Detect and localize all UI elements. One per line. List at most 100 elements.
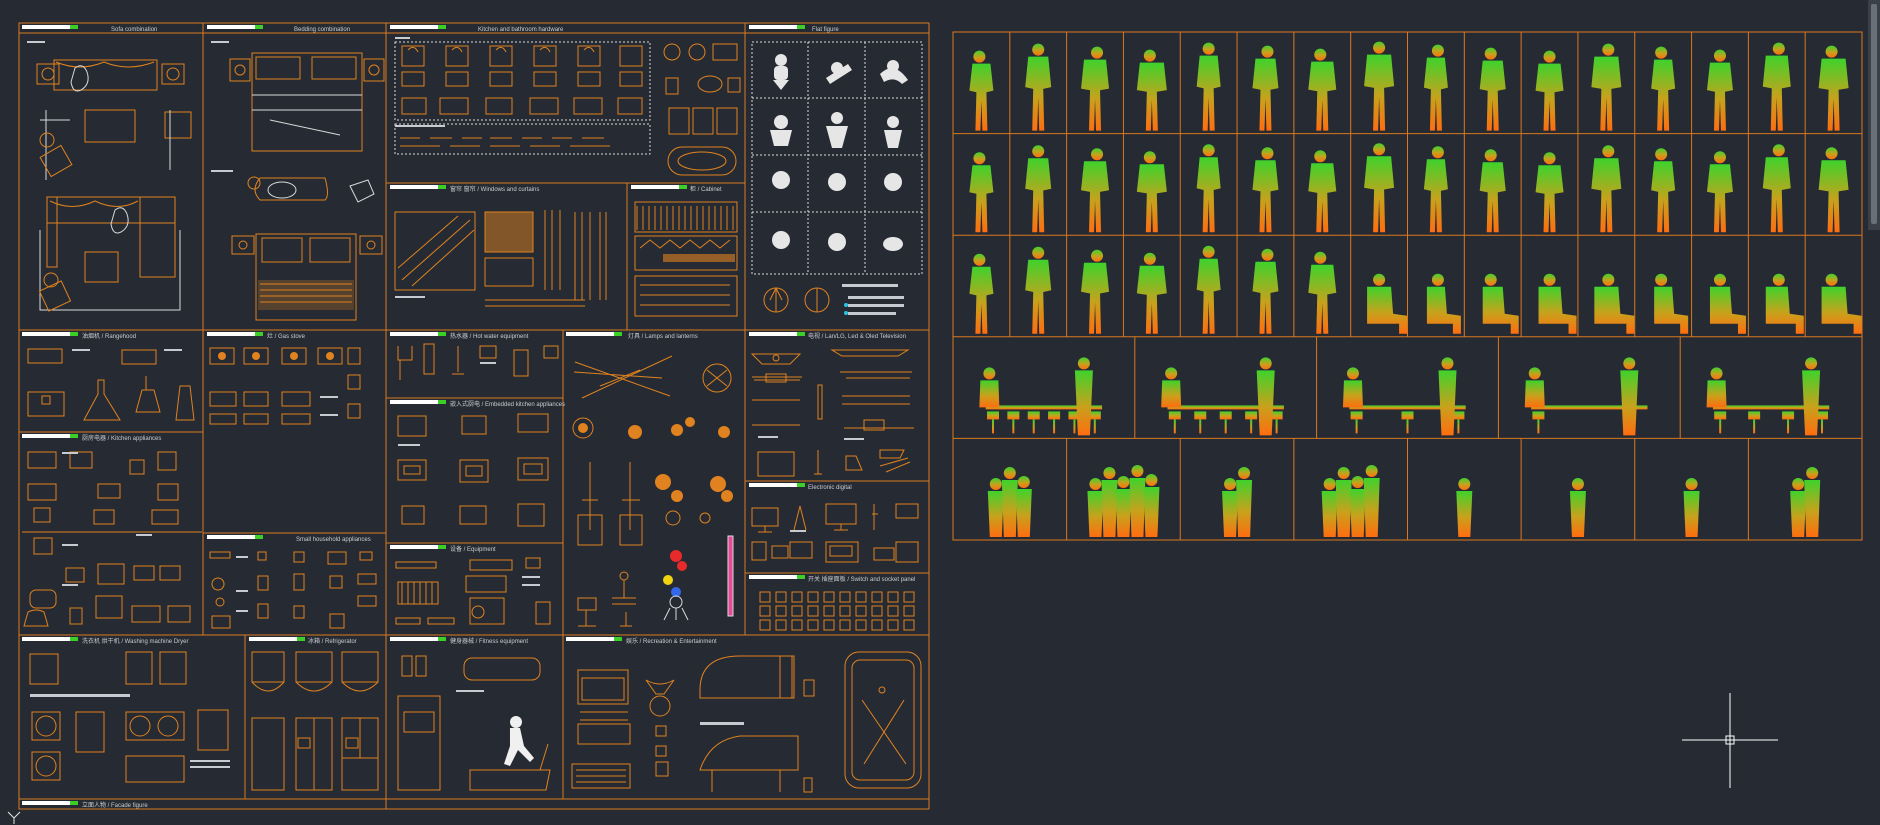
cabinet-symbols [634,201,738,317]
person-silhouette [1591,145,1622,233]
person-silhouette [1364,143,1395,233]
person-silhouette [1196,245,1221,334]
gasstove-symbols [209,347,361,425]
sofa-symbols [27,41,192,312]
person-silhouette [1479,149,1506,233]
person-silhouette [1308,251,1337,334]
svg-text:娱乐 / Recreation & Entertainmen: 娱乐 / Recreation & Entertainment [626,637,717,645]
panel-title-range: 油烟机 / Rangehood [22,332,136,340]
fitness-symbols [397,655,551,791]
panel-title-kitchen-appliances: 厨房电器 / Kitchen appliances [22,434,161,442]
crosshair-cursor-icon[interactable] [1682,693,1778,788]
person-silhouette [1482,273,1519,334]
svg-text:设备 / Equipment: 设备 / Equipment [450,545,496,553]
person-silhouette [1196,42,1221,131]
equipment-symbols [395,557,551,625]
person-silhouette [979,357,1103,436]
person-silhouette [1524,357,1648,436]
person-silhouette [1426,273,1461,334]
person-silhouette [1706,357,1830,436]
panel-title-fitness: 健身器械 / Fitness equipment [390,637,528,645]
person-silhouette [1790,467,1821,537]
panel-title-curtains: 窗帘 窗帘 / Windows and curtains [390,185,539,193]
person-silhouette [1308,48,1337,131]
refrigerator-symbols [251,651,379,791]
person-silhouette [1591,43,1622,131]
person-silhouette [1818,147,1849,233]
rangehood-symbols [27,348,195,421]
small-appliance-symbols [209,551,377,629]
person-silhouette [1025,246,1052,334]
person-silhouette [969,152,994,233]
panel-title-digital: Electronic digital [749,483,852,491]
person-silhouette [1087,465,1160,537]
svg-text:立面人物 / Facade figure: 立面人物 / Facade figure [82,801,148,809]
recreation-symbols [571,651,922,793]
person-silhouette [1252,147,1279,233]
svg-text:油烟机 / Rangehood: 油烟机 / Rangehood [82,332,136,340]
svg-text:Flat figure: Flat figure [812,27,839,33]
person-silhouette [987,467,1032,537]
svg-text:柜 / Cabinet: 柜 / Cabinet [690,185,722,193]
svg-text:健身器械 / Fitness equipment: 健身器械 / Fitness equipment [450,637,528,645]
panel-title-flat: Flat figure [749,25,839,33]
person-silhouette [1569,478,1586,537]
panel-title-sofa: Sofa combination [22,25,157,33]
person-silhouette [1683,478,1700,537]
person-silhouette [969,50,994,131]
waterheater-symbols [397,343,559,380]
svg-text:窗帘 窗帘 / Windows and curtains: 窗帘 窗帘 / Windows and curtains [450,185,539,193]
panel-title-bed: Bedding combination [207,25,350,33]
svg-text:灶 / Gas stove: 灶 / Gas stove [267,332,306,340]
person-silhouette [1196,144,1221,233]
person-silhouette [1367,273,1408,334]
person-silhouette [1762,42,1791,131]
svg-text:嵌入式厨电 / Embedded kitchen appli: 嵌入式厨电 / Embedded kitchen appliances [450,400,565,408]
person-silhouette [1651,46,1676,131]
person-silhouette [1479,47,1506,131]
tv-symbols [750,349,914,477]
panel-title-switch: 开关 插座面板 / Switch and socket panel [749,575,915,583]
person-silhouette [1321,465,1380,537]
person-silhouette [1538,273,1577,334]
person-silhouette [1818,45,1849,131]
person-silhouette [1423,146,1448,233]
svg-text:洗衣机 烘干机 / Washing machine Drye: 洗衣机 烘干机 / Washing machine Dryer [82,637,188,645]
person-silhouette [969,253,994,334]
embedded-kitchen-symbols [397,413,549,527]
person-silhouette [1025,145,1052,233]
panel-title-cabinet: 柜 / Cabinet [631,185,722,193]
person-silhouette [1136,252,1167,334]
svg-text:冰箱 / Refrigerator: 冰箱 / Refrigerator [308,637,357,645]
person-silhouette [1821,273,1862,334]
ucs-axis-icon [7,811,21,824]
panel-title-washer: 洗衣机 烘干机 / Washing machine Dryer [22,637,188,645]
panel-title-equipment: 设备 / Equipment [390,545,496,553]
svg-text:热水器 / Hot water equipment: 热水器 / Hot water equipment [450,332,529,340]
svg-text:灯具 / Lamps and lanterns: 灯具 / Lamps and lanterns [628,332,698,340]
person-silhouette [1252,45,1279,131]
person-silhouette [1762,144,1791,233]
person-silhouette [1654,273,1689,334]
person-silhouette [1081,249,1110,334]
digital-symbols [751,503,919,563]
svg-text:开关 插座面板 / Switch and socket pa: 开关 插座面板 / Switch and socket panel [808,575,915,583]
svg-text:Sofa combination: Sofa combination [111,27,157,33]
panel-title-small: Small household appliances [207,535,371,543]
svg-text:Kitchen and bathroom hardware: Kitchen and bathroom hardware [478,27,564,33]
block-library-sheet: Sofa combination Bedding combination Kit… [18,22,930,810]
person-silhouette [1308,150,1337,233]
person-silhouette [1651,148,1676,233]
lamp-symbols [572,355,734,627]
panel-title-fridge: 冰箱 / Refrigerator [249,637,357,645]
vertical-scrollbar[interactable] [1868,0,1880,230]
svg-text:电视 / Lan/LG, Led & Oled Televi: 电视 / Lan/LG, Led & Oled Television [808,332,906,340]
panel-title-water: 热水器 / Hot water equipment [390,332,529,340]
person-silhouette [1765,273,1804,334]
person-silhouette [1594,273,1635,334]
bed-symbols [211,41,385,321]
person-silhouette [1709,273,1746,334]
person-silhouette [1081,148,1110,233]
person-silhouette [1535,152,1564,233]
